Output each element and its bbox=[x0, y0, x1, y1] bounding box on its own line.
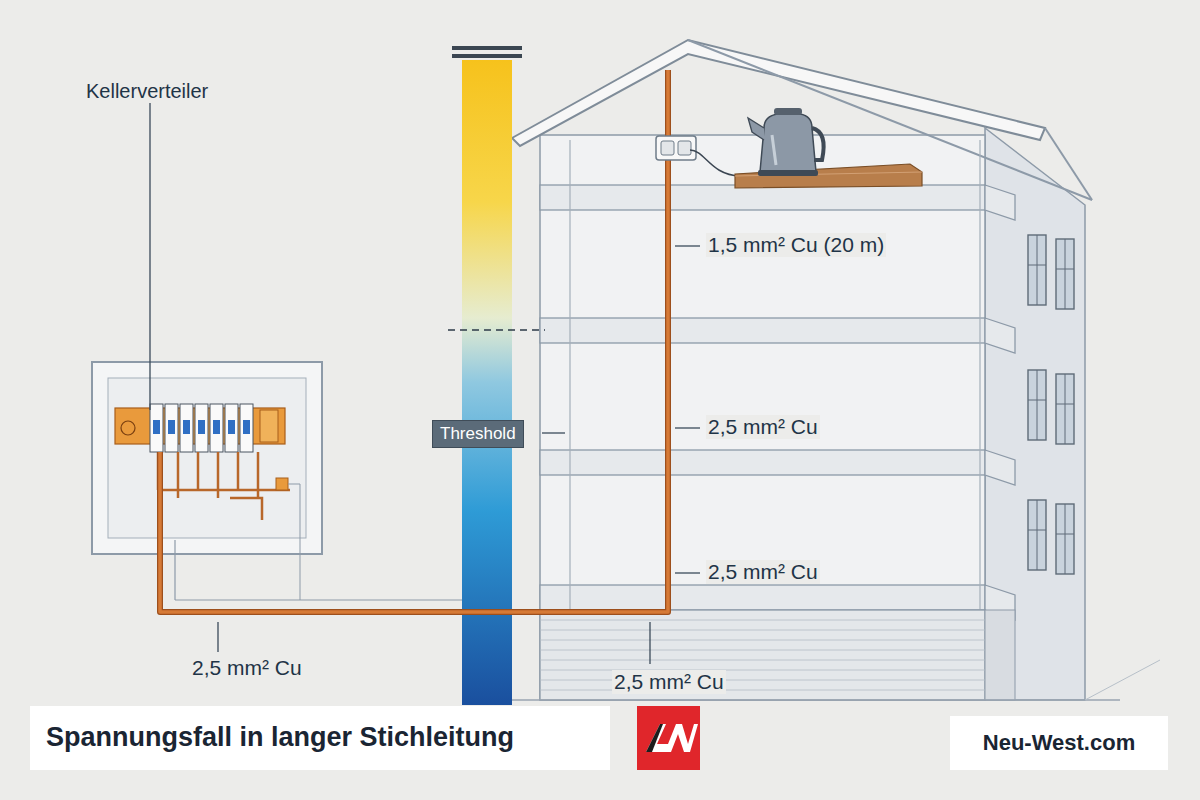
cable bbox=[160, 70, 668, 612]
threshold-label: Threshold bbox=[432, 420, 524, 448]
cable bbox=[160, 70, 668, 612]
cable-label: 2,5 mm² Cu bbox=[612, 670, 726, 694]
kettle bbox=[748, 108, 824, 176]
logo bbox=[637, 706, 700, 770]
leader-line bbox=[150, 102, 700, 664]
threshold-bar bbox=[448, 46, 545, 705]
title-banner bbox=[30, 706, 610, 770]
cable-label: 2,5 mm² Cu bbox=[706, 415, 820, 439]
cable-label: 2,5 mm² Cu bbox=[706, 560, 820, 584]
node-text: Neu-West.com bbox=[972, 730, 1146, 756]
title: Spannungsfall in langer Stichleitung bbox=[46, 722, 514, 753]
distribution-board bbox=[92, 362, 462, 600]
node-text: Threshold bbox=[440, 424, 516, 444]
house bbox=[500, 40, 1160, 700]
website-box: Neu-West.com bbox=[950, 716, 1168, 770]
socket-outlet bbox=[656, 136, 740, 176]
cable-label: 2,5 mm² Cu bbox=[190, 656, 304, 680]
cable-label: Kellerverteiler bbox=[84, 80, 210, 103]
cable-label: 1,5 mm² Cu (20 m) bbox=[706, 233, 886, 257]
